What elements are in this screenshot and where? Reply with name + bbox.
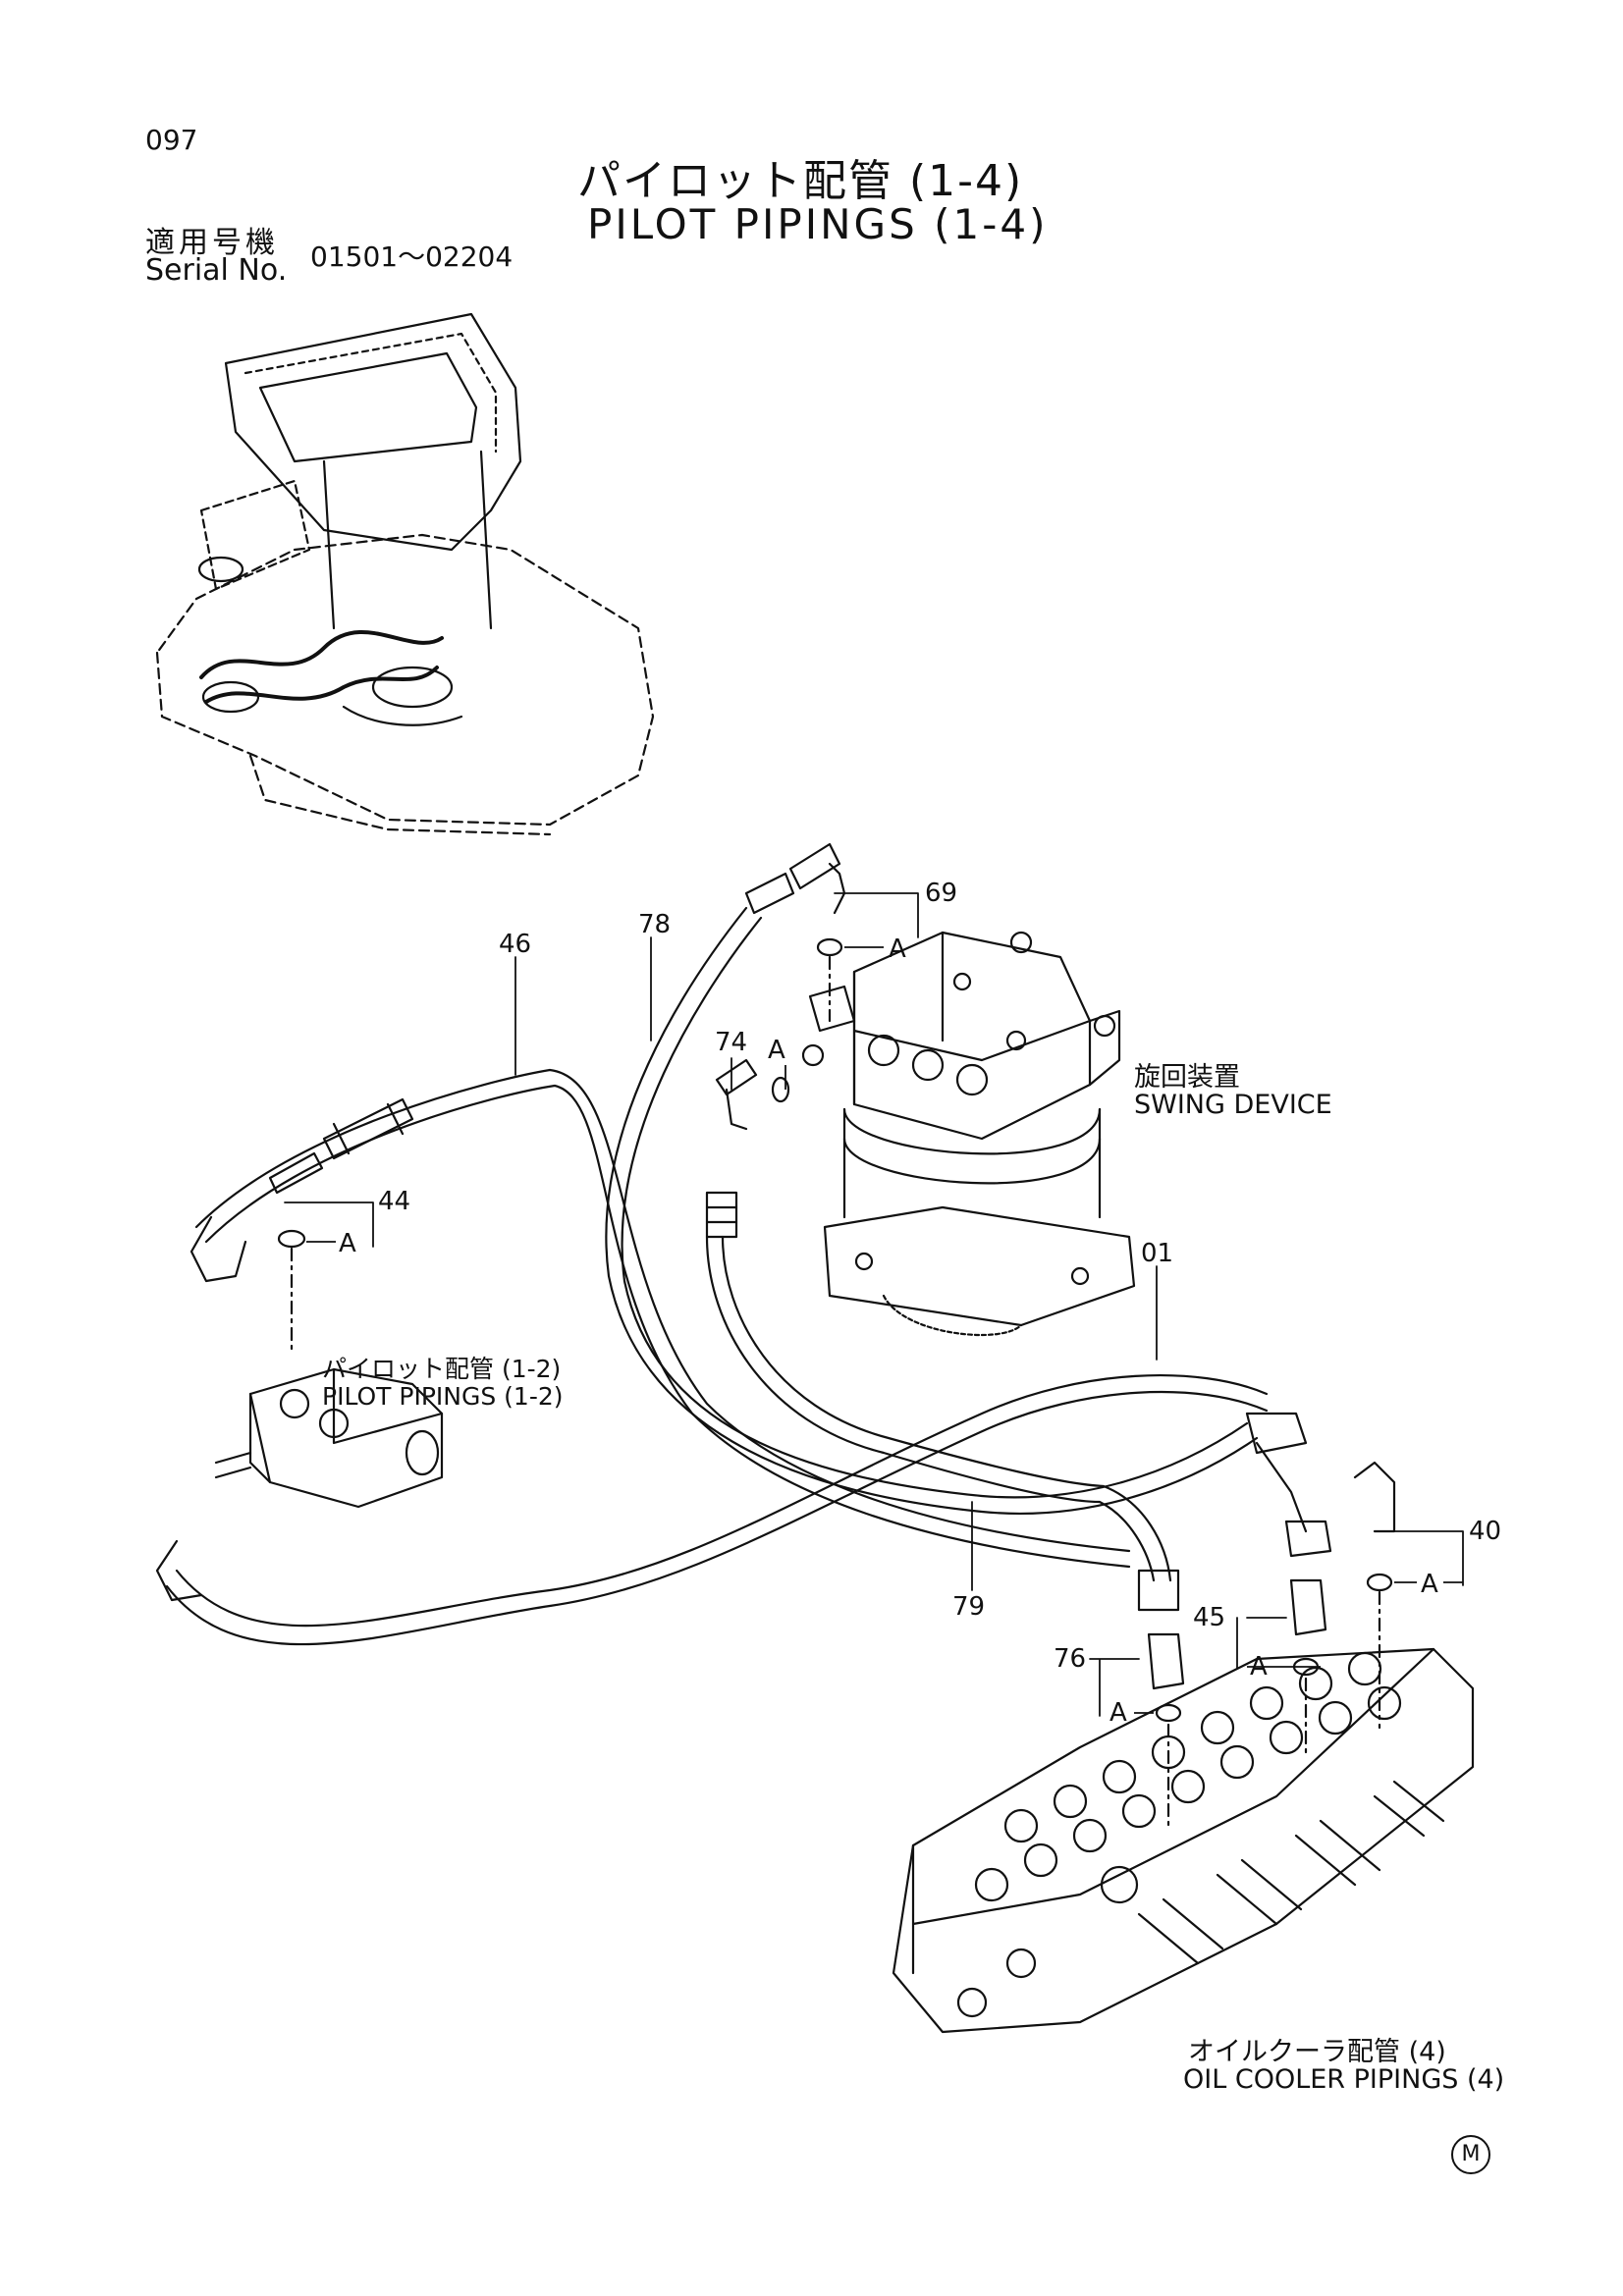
swing-device-label-en: SWING DEVICE (1134, 1090, 1332, 1120)
pilot-pipings-ref-label-en: PILOT PIPINGS (1-2) (322, 1382, 564, 1411)
seal-a-69: A (889, 934, 906, 964)
serial-label-en: Serial No. (145, 253, 288, 288)
page-title-en: PILOT PIPINGS (1-4) (587, 200, 1049, 248)
callout-40: 40 (1469, 1517, 1501, 1546)
control-valve-drawing (892, 1647, 1475, 2034)
manufacturer-mark: M (1451, 2135, 1490, 2174)
swing-device-drawing (801, 931, 1136, 1337)
callout-01: 01 (1141, 1239, 1173, 1268)
callout-74: 74 (715, 1028, 747, 1057)
seal-a-40: A (1421, 1570, 1438, 1599)
callout-78: 78 (638, 910, 671, 939)
callout-44: 44 (378, 1187, 410, 1216)
callout-79: 79 (952, 1592, 985, 1622)
callout-46: 46 (499, 930, 531, 959)
pilot-valve-drawing (214, 1367, 444, 1509)
oil-cooler-ref-label-jp: オイルクーラ配管 (4) (1188, 2037, 1446, 2067)
serial-label-jp: 適用号機 (145, 226, 279, 260)
machine-overview-drawing (155, 312, 655, 836)
oil-cooler-ref-label-en: OIL COOLER PIPINGS (4) (1183, 2064, 1505, 2095)
callout-69: 69 (925, 879, 957, 908)
serial-range: 01501～02204 (310, 240, 514, 273)
page-title-jp: パイロット配管 (1-4) (577, 156, 1024, 206)
pilot-pipings-ref-label-jp: パイロット配管 (1-2) (322, 1355, 562, 1383)
pilot-hoses (155, 842, 1396, 1828)
seal-a-44: A (339, 1229, 356, 1258)
seal-a-74: A (768, 1036, 785, 1065)
swing-device-label-jp: 旋回装置 (1134, 1062, 1240, 1093)
callout-leaders (284, 892, 1464, 1717)
callout-45: 45 (1193, 1603, 1225, 1632)
callout-76: 76 (1054, 1644, 1086, 1674)
seal-a-76: A (1109, 1698, 1127, 1728)
page-number: 097 (145, 124, 198, 156)
